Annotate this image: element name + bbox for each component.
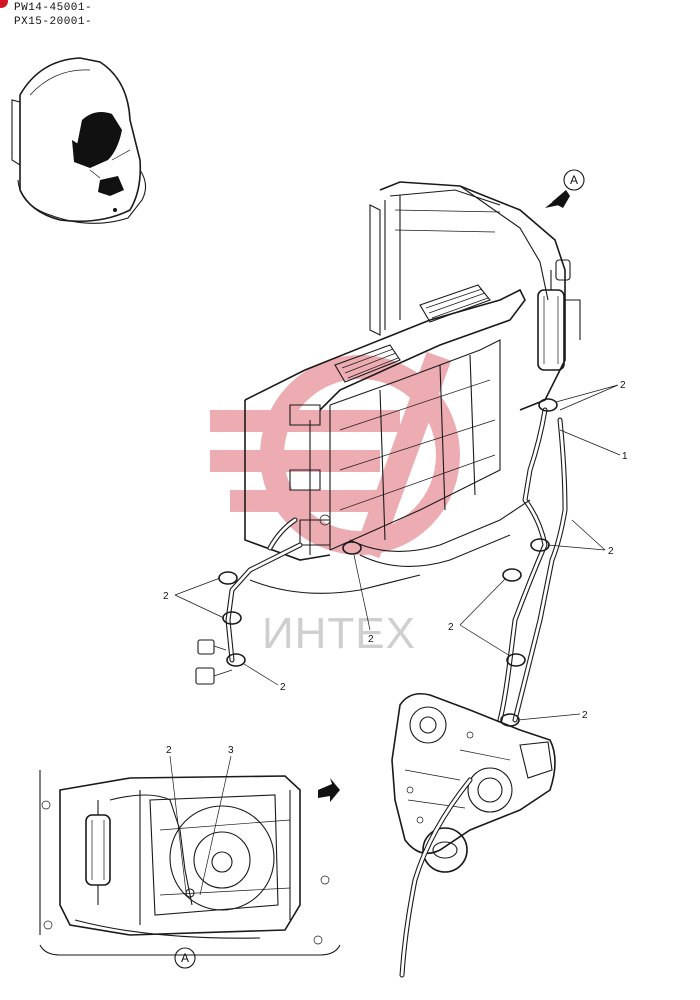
callout-mid-right-2: 2 <box>448 622 454 633</box>
view-a-arrow: A <box>545 169 585 208</box>
vent-right <box>419 284 491 323</box>
electrical-connector <box>195 639 233 685</box>
callout-lower-right-2: 2 <box>582 710 588 721</box>
watermark-logo <box>210 351 460 559</box>
callout-leaders: 2 1 2 2 2 2 2 2 <box>163 380 628 721</box>
heater-unit <box>244 284 526 561</box>
serial-number-2: PX15-20001- <box>14 16 93 28</box>
callout-center-2: 2 <box>368 634 374 645</box>
view-a-inset: A 2 3 <box>39 745 341 969</box>
watermark-text: ИНТЕХ <box>262 609 416 658</box>
view-a-label: A <box>570 173 578 187</box>
compressor <box>391 692 556 978</box>
vent-left <box>334 344 401 383</box>
callout-right-mid-2: 2 <box>608 546 614 557</box>
serial-number-1: PW14-45001- <box>14 2 93 14</box>
callout-inset-3: 3 <box>228 745 234 756</box>
callout-inset-2: 2 <box>166 745 172 756</box>
callout-left-low-2: 2 <box>280 682 286 693</box>
callout-top-right-1: 1 <box>622 451 628 462</box>
inset-view-a-label: A <box>181 951 189 965</box>
callout-top-right-2: 2 <box>620 380 626 391</box>
condenser-frame <box>369 181 566 411</box>
air-conditioner-hose <box>225 407 568 723</box>
machine-location-thumbnail <box>11 57 147 224</box>
callout-left-2: 2 <box>163 591 169 602</box>
corner-marker <box>0 0 8 8</box>
receiver-drier <box>537 259 581 371</box>
